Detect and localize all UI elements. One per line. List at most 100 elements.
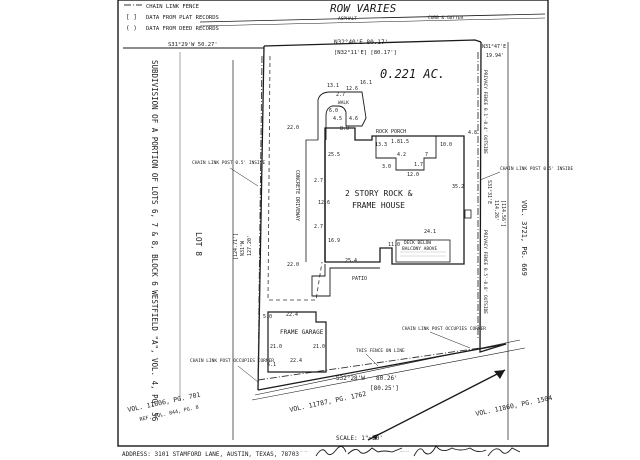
west-bearing: N31°W <box>240 240 246 256</box>
dim-17: 2.7 <box>314 224 323 230</box>
dim-6: 25.5 <box>328 152 340 158</box>
dim-10: 10.0 <box>440 142 452 148</box>
driveway-label: CONCRETE DRIVEWAY <box>294 170 300 221</box>
vol-bottom-right: VOL. 11860, PG. 1504 <box>475 394 553 418</box>
dim-2: 22.0 <box>287 125 299 131</box>
dim-26: 21.0 <box>313 344 325 350</box>
south-fence <box>257 347 481 381</box>
ne-bearing: N31°47'E <box>482 44 506 50</box>
driveway: CONCRETE DRIVEWAY <box>267 55 323 301</box>
patio: PATIO <box>311 264 380 297</box>
walk: WALK <box>317 91 367 140</box>
dim-15: 2.7 <box>314 178 323 184</box>
dim-31: 16.1 <box>360 80 372 86</box>
legend: CHAIN LINK FENCE [ ] DATA FROM PLAT RECO… <box>124 4 219 32</box>
deck: DECK BELOW BALCONY ABOVE <box>395 239 451 263</box>
signature-2: Katherine Pitts <box>400 450 409 453</box>
dim-20: 11.0 <box>388 242 400 248</box>
post-e-label: CHAIN LINK POST 0.5' INSIDE <box>500 166 573 172</box>
legend-item-deed: DATA FROM DEED RECORDS <box>146 26 219 32</box>
north-line-record: [N32°11'E] [80.17'] <box>334 50 397 56</box>
patio-label: PATIO <box>352 276 367 282</box>
dim-11: 4.2 <box>397 152 406 158</box>
svg-text:( ): ( ) <box>126 25 137 32</box>
vol-bottom-mid: VOL. 11787, PG. 1762 <box>289 390 367 414</box>
south-bearing: S32°28'W <box>336 375 365 382</box>
post-w-label: CHAIN LINK POST 0.5' INSIDE <box>192 160 265 166</box>
dim-23: 5.0 <box>263 314 272 320</box>
dim-21: 22.0 <box>287 262 299 268</box>
legend-item-plat: DATA FROM PLAT RECORDS <box>146 15 219 21</box>
north-boundary <box>263 39 482 47</box>
garage-label: FRAME GARAGE <box>280 329 324 336</box>
dim-9: 1.5 <box>400 139 409 145</box>
dim-8: 1.8 <box>391 139 400 145</box>
fence-on-line-label: THIS FENCE ON LINE <box>356 348 405 354</box>
dim-27: 22.4 <box>290 358 302 364</box>
dim-24: 22.4 <box>286 312 298 318</box>
balcony-label: BALCONY ABOVE <box>402 246 438 252</box>
street-curb: CURB & GUTTER <box>428 15 464 21</box>
subdivision-label: SUBDIVISION OF A PORTION OF LOTS 6, 7 & … <box>150 60 159 422</box>
dimensions: 13.1 22.0 6.0 4.5 4.8 25.5 13.3 1.8 1.5 … <box>263 80 477 368</box>
house-line1: 2 STORY ROCK & <box>345 189 413 198</box>
south-record: [80.25'] <box>370 385 399 392</box>
east-dist: 114.26' <box>493 200 499 221</box>
lot-label: LOT 8 <box>194 232 203 256</box>
north-arrow-icon <box>367 369 506 441</box>
east-boundary <box>479 41 507 353</box>
east-record: [114.56'] <box>500 200 506 227</box>
dim-1: 13.1 <box>327 83 339 89</box>
acreage: 0.221 AC. <box>380 67 445 81</box>
scale-label: SCALE: 1"=20' <box>336 435 383 442</box>
dim-14: 35.2 <box>452 184 464 190</box>
nw-call: S31°29'W 50.27' <box>168 42 218 48</box>
east-bearing: S31°31'E <box>486 180 492 204</box>
dim-35: 2.7 <box>336 92 345 98</box>
signature-1: Ian J. Pitts <box>300 450 308 453</box>
street-name: ROW VARIES <box>330 2 397 15</box>
ac-unit <box>464 209 472 219</box>
privacy-fence-label-2: PRIVACY FENCE 0.5'-0.8' OUTSIDE <box>482 230 488 314</box>
dim-32: 12.6 <box>346 86 358 92</box>
street-surface: ASPHALT <box>338 16 357 22</box>
house-line2: FRAME HOUSE <box>352 201 405 210</box>
post-se-label: CHAIN LINK POST OCCUPIES CORNER <box>402 326 486 332</box>
dim-5: 4.8 <box>468 130 477 136</box>
garage: FRAME GARAGE <box>267 311 327 373</box>
dim-22: 25.4 <box>345 258 357 264</box>
legend-item-fence: CHAIN LINK FENCE <box>146 4 199 10</box>
address: ADDRESS: 3101 STAMFORD LANE, AUSTIN, TEX… <box>122 451 299 458</box>
dim-19: 24.1 <box>424 229 436 235</box>
right-vol-label: VOL. 3721, PG. 669 <box>520 200 528 276</box>
signatures: Ian J. Pitts Katherine Pitts <box>300 445 521 457</box>
dim-3: 6.0 <box>329 108 338 114</box>
house: 2 STORY ROCK & FRAME HOUSE <box>324 127 472 265</box>
privacy-fence-label: PRIVACY FENCE 0.1'-0.4' OUTSIDE <box>482 70 488 154</box>
north-line-bearing: N32°40'E 80.17' <box>334 39 388 46</box>
rock-porch-label: ROCK PORCH <box>376 129 406 135</box>
dim-25: 21.0 <box>270 344 282 350</box>
dim-34: 1.7 <box>414 162 423 168</box>
west-record: [124.71'] <box>233 233 239 260</box>
deck-label: DECK BELOW <box>404 240 431 246</box>
dim-16: 12.6 <box>318 200 330 206</box>
dim-29: 8.0 <box>340 126 349 132</box>
rock-porch: ROCK PORCH <box>375 129 437 171</box>
dim-4: 4.5 <box>333 116 342 122</box>
dim-18: 16.9 <box>328 238 340 244</box>
svg-text:[ ]: [ ] <box>126 14 137 21</box>
south-dist: 80.26' <box>376 375 398 382</box>
west-dist: 127.20' <box>247 235 253 256</box>
dim-30: 4.6 <box>349 116 358 122</box>
west-fence <box>257 55 263 381</box>
street: ROW VARIES ASPHALT CURB & GUTTER <box>199 2 546 27</box>
dim-13: 12.0 <box>407 172 419 178</box>
dim-28: 6.1 <box>267 362 276 368</box>
walk-label: WALK <box>338 100 349 106</box>
post-sw-label: CHAIN LINK POST OCCUPIES CORNER <box>190 358 274 364</box>
dim-7: 13.3 <box>375 142 387 148</box>
ne-dist: 19.94' <box>486 53 504 59</box>
dim-33: 3.0 <box>382 164 391 170</box>
